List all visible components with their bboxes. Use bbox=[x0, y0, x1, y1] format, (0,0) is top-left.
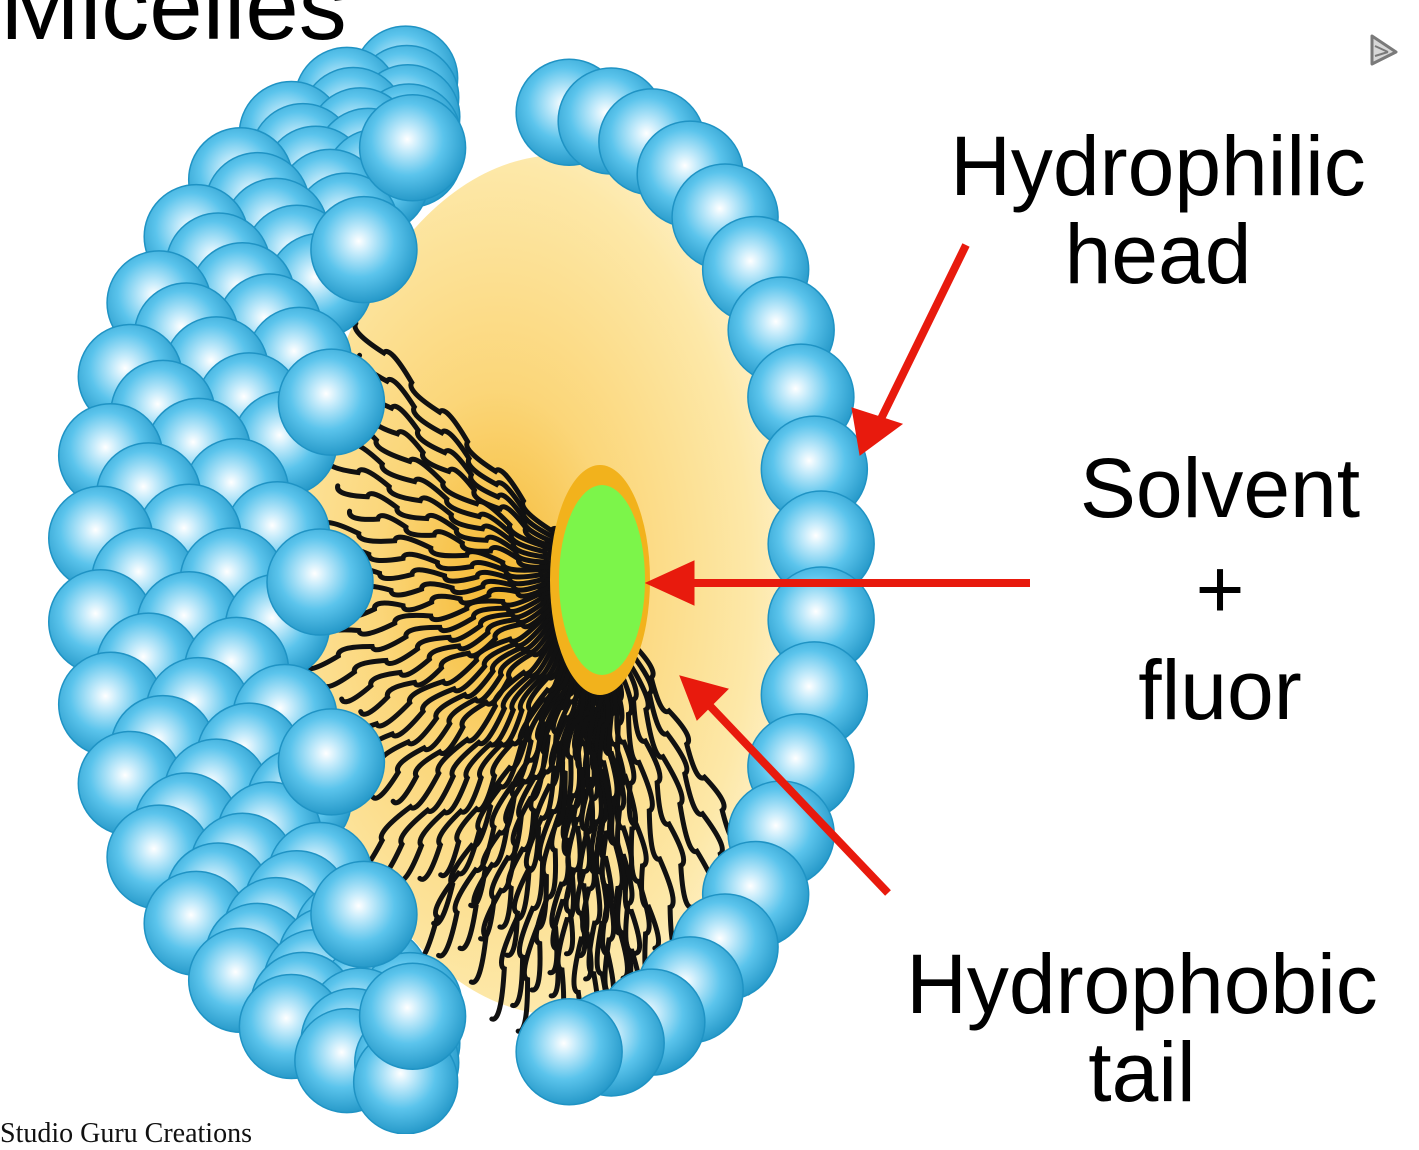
head-sphere bbox=[267, 529, 373, 635]
hydrophilic-head-label: Hydrophilic head bbox=[918, 122, 1398, 298]
solvent-fluor-label: Solvent + fluor bbox=[1040, 438, 1400, 740]
image-credit: Studio Guru Creations bbox=[0, 1118, 252, 1150]
head-arrow-tip bbox=[852, 408, 902, 455]
hydrophilic-head-line1: Hydrophilic bbox=[918, 122, 1398, 210]
head-sphere bbox=[360, 963, 466, 1069]
solvent-fluor-line3: fluor bbox=[1040, 640, 1400, 741]
hydrophobic-tail-line2: tail bbox=[868, 1028, 1416, 1116]
head-sphere bbox=[311, 197, 417, 303]
head-sphere bbox=[278, 709, 384, 815]
page-title: Micelles bbox=[0, 0, 347, 62]
play-triangle-icon[interactable] bbox=[1366, 30, 1402, 70]
head-sphere bbox=[360, 95, 466, 201]
head-sphere bbox=[516, 999, 622, 1105]
hydrophobic-tail-line1: Hydrophobic bbox=[868, 940, 1416, 1028]
hydrophobic-tail-label: Hydrophobic tail bbox=[868, 940, 1416, 1116]
hydrophilic-head-line2: head bbox=[918, 210, 1398, 298]
solvent-fluor-line1: Solvent bbox=[1040, 438, 1400, 539]
solvent-fluor-line2: + bbox=[1040, 539, 1400, 640]
solvent-fluor-droplet bbox=[559, 485, 645, 675]
head-sphere bbox=[278, 349, 384, 455]
head-sphere bbox=[311, 861, 417, 967]
